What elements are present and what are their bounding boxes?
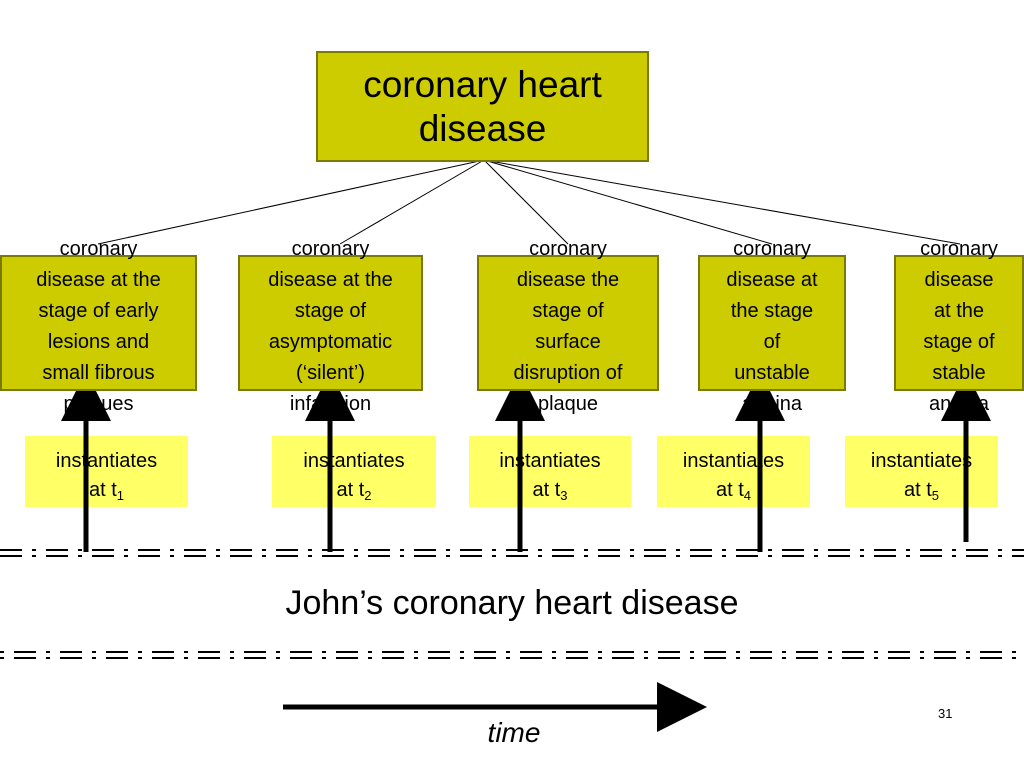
instantiation-label-2: instantiates bbox=[303, 450, 405, 472]
instantiation-sub-2: 2 bbox=[364, 488, 372, 503]
stage-5-line-4: stage of bbox=[923, 331, 995, 353]
stage-3-line-3: stage of bbox=[532, 300, 604, 322]
instantiation-text-3: instantiates at t3 bbox=[469, 447, 631, 505]
instantiation-prefix-5: at t bbox=[903, 479, 932, 501]
stage-3-line-4: surface bbox=[535, 331, 601, 353]
instance-caption: John’s coronary heart disease bbox=[285, 584, 739, 622]
instantiation-sub-1: 1 bbox=[116, 488, 125, 503]
stage-2-line-1: coronary bbox=[291, 238, 370, 260]
stage-3-line-1: coronary bbox=[529, 238, 607, 260]
connector-line-4 bbox=[483, 159, 773, 245]
instantiation-sub-5: 5 bbox=[931, 488, 940, 503]
connector-line-1 bbox=[97, 159, 485, 245]
instantiation-time-2: at t2 bbox=[272, 476, 436, 505]
stage-1-line-4: lesions and bbox=[47, 331, 150, 353]
connector-line-2 bbox=[339, 159, 485, 245]
stage-1-line-6: plaques bbox=[63, 393, 134, 415]
stage-4-line-5: unstable bbox=[734, 362, 810, 384]
instantiation-time-3: at t3 bbox=[469, 476, 631, 505]
stage-2-line-3: stage of bbox=[294, 300, 367, 322]
stage-1-line-3: stage of early bbox=[38, 300, 159, 322]
instantiation-label-1: instantiates bbox=[55, 450, 158, 472]
stage-box-5 bbox=[894, 255, 1024, 391]
dashed-band-bottom bbox=[0, 651, 1024, 659]
stage-2-line-5: (‘silent’) bbox=[296, 362, 365, 384]
instantiation-box-3: instantiates at t3 bbox=[469, 436, 631, 507]
instantiation-label-4: instantiates bbox=[682, 450, 785, 472]
stage-1-line-1: coronary bbox=[59, 238, 138, 260]
instantiation-prefix-3: at t bbox=[532, 479, 561, 501]
instantiation-box-1: instantiates at t1 bbox=[25, 436, 188, 507]
stage-2-line-2: disease at the bbox=[268, 269, 393, 291]
stage-label-1: coronary disease at the stage of early l… bbox=[0, 234, 197, 420]
connector-line-3 bbox=[483, 159, 569, 245]
instantiation-text-2: instantiates at t2 bbox=[272, 447, 436, 505]
stage-5-line-6: angina bbox=[928, 393, 990, 415]
dashed-band-top bbox=[0, 549, 1024, 557]
instantiation-box-5: instantiates at t5 bbox=[845, 436, 998, 507]
root-box bbox=[316, 51, 649, 162]
stage-box-3 bbox=[477, 255, 659, 391]
stage-box-1 bbox=[0, 255, 197, 391]
stage-label-3: coronary disease the stage of surface di… bbox=[477, 234, 659, 420]
stage-2-line-4: asymptomatic bbox=[268, 331, 393, 353]
stage-5-line-1: coronary bbox=[920, 238, 998, 260]
stage-3-line-5: disruption of bbox=[513, 362, 623, 384]
instantiation-prefix-1: at t bbox=[88, 479, 117, 501]
stage-box-4 bbox=[698, 255, 846, 391]
stage-1-line-2: disease at the bbox=[36, 269, 161, 291]
instantiation-time-5: at t5 bbox=[845, 476, 998, 505]
stage-label-2: coronary disease at the stage of asympto… bbox=[238, 234, 423, 420]
page-number: 31 bbox=[938, 706, 953, 721]
instantiation-box-4: instantiates at t4 bbox=[657, 436, 810, 507]
stage-3-line-2: disease the bbox=[516, 269, 620, 291]
instantiation-label-3: instantiates bbox=[499, 450, 601, 472]
stage-4-line-3: the stage bbox=[730, 300, 814, 322]
stage-label-5: coronary disease at the stage of stable … bbox=[894, 234, 1024, 420]
root-box-label: coronary heart disease bbox=[316, 63, 649, 151]
stage-3-line-6: plaque bbox=[537, 393, 599, 415]
stage-5-line-5: stable bbox=[932, 362, 986, 384]
instantiation-prefix-4: at t bbox=[715, 479, 744, 501]
instantiation-time-4: at t4 bbox=[657, 476, 810, 505]
instantiation-text-4: instantiates at t4 bbox=[657, 447, 810, 505]
stage-4-line-1: coronary bbox=[733, 238, 811, 260]
instantiation-time-1: at t1 bbox=[25, 476, 188, 505]
stage-5-line-3: at the bbox=[933, 300, 985, 322]
time-label: time bbox=[487, 717, 541, 748]
stage-2-line-6: infarction bbox=[289, 393, 372, 415]
stage-5-line-2: disease bbox=[924, 269, 994, 291]
stage-4-line-4: of bbox=[763, 331, 781, 353]
stage-box-2 bbox=[238, 255, 423, 391]
stage-1-line-5: small fibrous bbox=[42, 362, 155, 384]
instantiation-label-5: instantiates bbox=[870, 450, 973, 472]
root-label-line-1: coronary heart bbox=[363, 64, 602, 105]
instantiation-text-1: instantiates at t1 bbox=[25, 447, 188, 505]
instantiation-sub-3: 3 bbox=[560, 488, 568, 503]
root-label-line-2: disease bbox=[418, 108, 547, 149]
instantiation-prefix-2: at t bbox=[336, 479, 365, 501]
instantiation-box-2: instantiates at t2 bbox=[272, 436, 436, 507]
stage-4-line-6: angina bbox=[741, 393, 803, 415]
stage-4-line-2: disease at bbox=[726, 269, 818, 291]
connector-line-5 bbox=[483, 159, 961, 245]
instantiation-sub-4: 4 bbox=[743, 488, 752, 503]
stage-label-4: coronary disease at the stage of unstabl… bbox=[698, 234, 846, 420]
instantiation-text-5: instantiates at t5 bbox=[845, 447, 998, 505]
